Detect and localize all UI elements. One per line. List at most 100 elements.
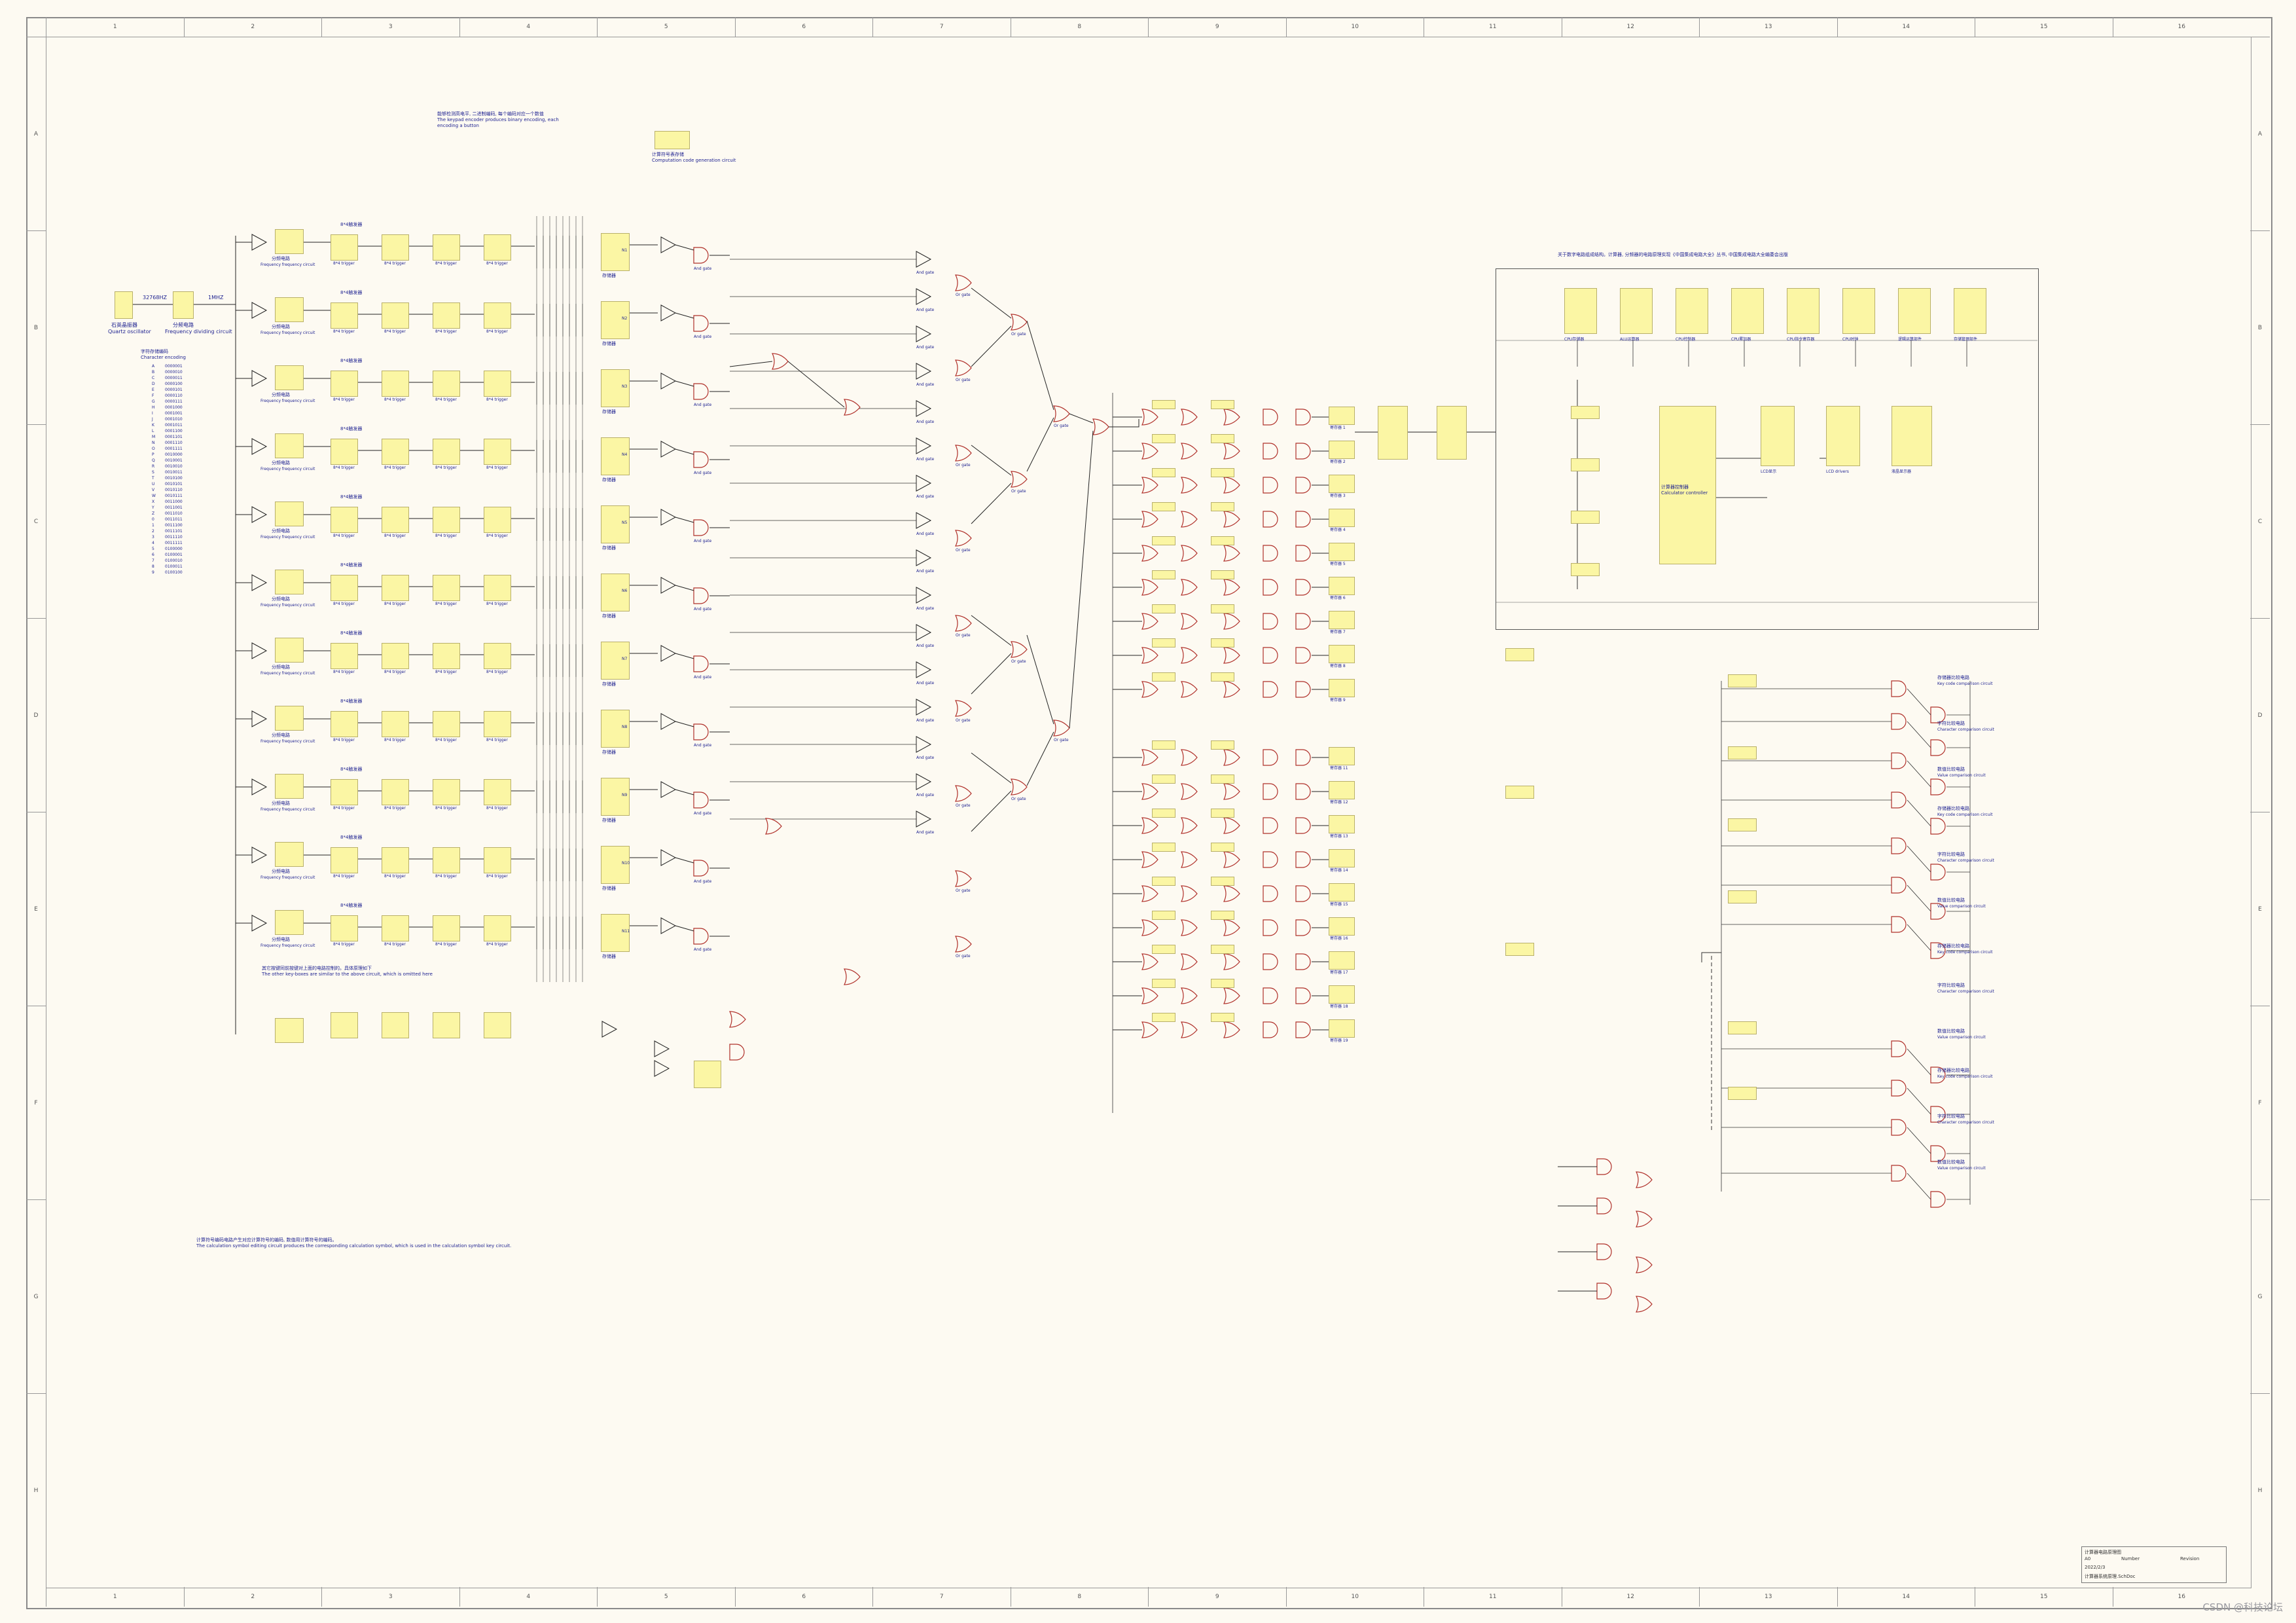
trigger-sub: 8*4 trigger [435,329,457,334]
or-gate [1181,1021,1198,1038]
cpu-block [1842,288,1875,334]
or-gate [844,968,861,985]
wire [675,721,694,727]
or-gate [1053,405,1070,422]
or-gate [955,445,972,462]
wire [971,445,1012,476]
or-gate [955,785,972,802]
lcd-label: 液晶显示器 [1892,469,1912,474]
bus-label: N11 [622,929,630,934]
cpu-block [1898,288,1931,334]
and-gate [1263,1021,1278,1038]
divider-label: 分频电路 [272,392,290,397]
trigger-sub: 8*4 trigger [384,397,406,402]
trigger-sub: 8*4 trigger [384,806,406,811]
register-label: 寄存器 3 [1330,494,1346,498]
unit-label: 存储器比较电路 [1937,675,1969,680]
register-label: 寄存器 14 [1330,868,1348,873]
and-gate [1891,1080,1907,1097]
and-gate [1263,953,1278,970]
and-gate [729,1044,745,1061]
watermark: CSDN @科技论坛 [2202,1601,2283,1613]
or-gate [1141,783,1158,800]
ruler-mark: 3 [321,1587,459,1607]
wire [971,325,1012,367]
trigger-block [433,1012,460,1038]
and-gate [1295,545,1311,562]
memory-block [601,642,630,680]
trigger-sub: 8*4 trigger [384,670,406,674]
table-row: Z [152,511,155,516]
or-gate [1141,749,1158,766]
table-code: 0011001 [165,505,183,510]
register-block [1329,985,1355,1004]
size-label: A0 [2085,1556,2091,1561]
bus-label: N6 [622,589,628,593]
gate-label: Or gate [1054,738,1069,742]
and-gate [1596,1283,1612,1300]
register-block [1329,543,1355,561]
register-label: 寄存器 6 [1330,596,1346,600]
trigger-sub: 8*4 trigger [486,465,508,470]
unit-label: 数值比较电路 [1937,767,1965,772]
and-gate [1891,792,1907,809]
trigger-block [382,575,409,601]
gate-label: And gate [694,675,712,680]
table-row: W [152,494,156,498]
table-row: T [152,476,154,481]
and-gate [1930,864,1946,881]
trigger-sub: 8*4 trigger [384,874,406,879]
trigger-block [433,575,460,601]
comparator [916,251,932,268]
unit-label: 存储器比较电路 [1937,806,1969,811]
key-chip [1152,502,1175,511]
symbol-encoding-note: 计算符号编码电路产生对应计算符号的编码, 数值用计算符号的编码。 The cal… [196,1237,512,1249]
table-row: R [152,464,155,469]
cpu-block [1676,288,1708,334]
and-gate [1295,919,1311,936]
trigger-label: 8*4触发器 [340,630,363,636]
and-gate [1596,1243,1612,1260]
table-code: 0000111 [165,399,183,404]
and-gate [1295,817,1311,834]
trigger-sub: 8*4 trigger [384,602,406,606]
register-label: 寄存器 17 [1330,970,1348,975]
comparator [660,236,677,253]
frequency-divider [275,570,304,594]
frequency-divider [275,910,304,935]
table-row: S [152,470,154,475]
gate-label: And gate [916,532,935,536]
or-gate [1053,720,1070,737]
and-gate [1263,749,1278,766]
gate-label: Or gate [956,293,971,297]
and-gate [1263,443,1278,460]
divider-label: 分频电路 [173,322,194,328]
gate-label: And gate [916,681,935,685]
trigger-sub: 8*4 trigger [486,397,508,402]
cpu-region [1496,268,2039,630]
trigger-sub: 8*4 trigger [384,942,406,947]
divider-label-en: Frequency frequency circuit [260,535,315,539]
wire [971,790,1012,832]
register-chip [1571,511,1600,524]
unit-sub: Value comparison circuit [1937,904,1986,909]
trigger-block [382,643,409,669]
trigger-label: 8*4触发器 [340,290,363,295]
memory-label: 存储器 [602,818,616,823]
wire [971,653,1012,695]
memory-label: 存储器 [602,409,616,414]
table-row: A [152,364,155,369]
and-gate [1891,1165,1907,1182]
ruler-mark: 15 [1975,1587,2113,1607]
or-gate [1223,885,1240,902]
gate-label: And gate [694,539,712,543]
trigger-block [433,915,460,941]
or-gate [1141,443,1158,460]
key-chip [1152,775,1175,784]
trigger-block [331,302,358,329]
trigger-sub: 8*4 trigger [435,261,457,266]
unit-sub: Key code comparison circuit [1937,950,1993,955]
trigger-sub: 8*4 trigger [333,329,355,334]
register-label: 寄存器 13 [1330,834,1348,839]
gate-label: And gate [694,266,712,271]
